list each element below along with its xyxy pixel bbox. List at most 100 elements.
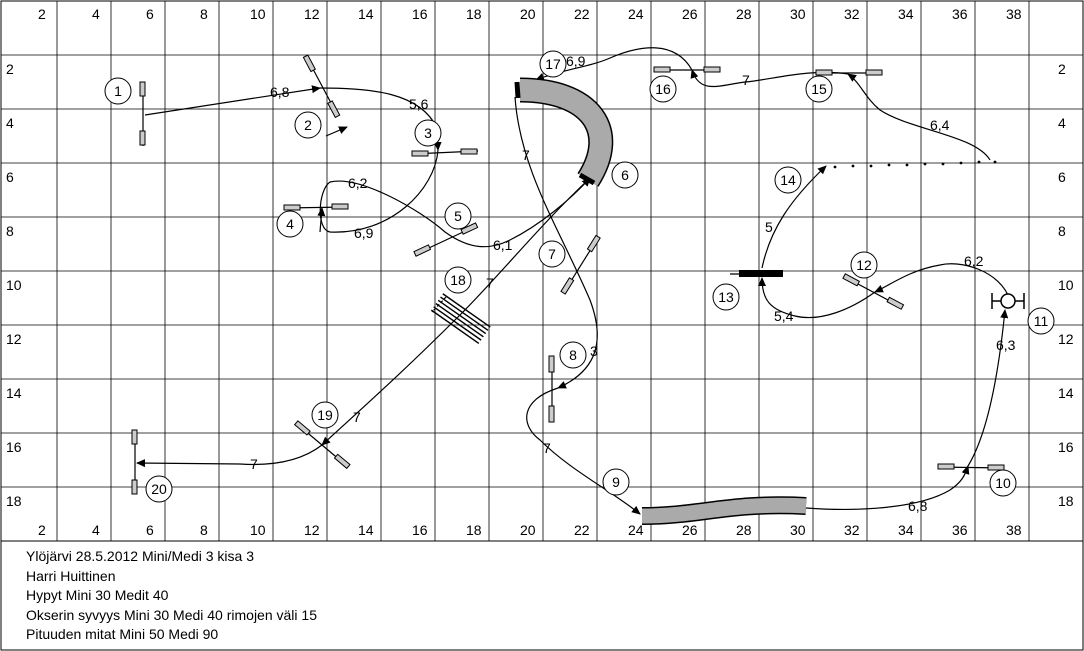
tick-label: 12 [6,331,22,347]
tick-label: 4 [92,522,100,538]
tick-label: 6 [146,6,154,22]
jump-16 [653,66,721,73]
tick-label: 32 [844,6,860,22]
tick-label: 36 [952,6,968,22]
jump-wing [987,464,1005,471]
number-text: 11 [1034,313,1049,329]
tick-label: 28 [736,522,752,538]
obstacle-number-14: 14 [774,166,802,194]
jump-wing [560,277,575,295]
jump-wing [548,405,555,423]
dot [923,162,927,166]
obstacle-numbers: 1 2 3 4 5 6 7 8 9 10 11 12 13 14 15 16 1… [104,50,1055,503]
jump-12 [842,273,905,310]
tick-label: 18 [1058,493,1074,509]
number-text: 12 [856,257,872,273]
number-circle [1027,307,1055,335]
right-axis: 2 4 6 8 10 12 14 16 18 [1058,61,1074,509]
path-segment [967,309,1009,467]
tick-label: 8 [200,6,208,22]
path-segment [805,465,970,511]
number-text: 5 [454,208,462,224]
tick-label: 14 [358,6,374,22]
jump-20 [131,429,138,495]
tick-label: 8 [6,223,14,239]
jump-wing [842,273,861,287]
number-text: 20 [151,481,167,497]
tick-label: 36 [952,522,968,538]
tick-label: 34 [898,6,914,22]
obstacle-number-4: 4 [276,210,304,238]
path-segment [847,73,991,161]
jump-5 [413,222,479,257]
obstacle-number-19: 19 [311,401,339,429]
obstacle-number-12: 12 [850,251,878,279]
path-segment [317,207,326,233]
number-circle [539,50,567,78]
obstacle-number-3: 3 [414,119,442,147]
tunnel-6-end [578,172,596,186]
tick-label: 18 [6,493,22,509]
jump-wing [703,66,721,73]
jump-wing [586,234,601,253]
tick-label: 2 [6,61,14,77]
number-text: 13 [718,289,734,305]
tick-label: 18 [466,6,482,22]
number-circle [559,341,587,369]
note-line-judge: Harri Huittinen [26,567,116,584]
long-jump-dots [833,160,997,169]
tunnel-6-fill [519,79,612,186]
oxer-bar [433,306,482,341]
tick-label: 26 [682,6,698,22]
tick-label: 16 [412,6,428,22]
tick-label: 16 [6,439,22,455]
distance-label: 6,3 [996,337,1016,353]
number-text: 7 [548,246,556,262]
note-line-event: Ylöjärvi 28.5.2012 Mini/Medi 3 kisa 3 [26,548,255,564]
tick-label: 12 [304,522,320,538]
jump-8 [548,355,555,423]
tire-11 [991,293,1025,309]
oxer-bar [435,303,484,338]
jump-1 [139,81,146,146]
number-text: 16 [655,81,671,97]
number-circle [649,75,677,103]
number-circle [538,240,566,268]
jump-2 [302,54,341,119]
path-segment [136,444,323,468]
jump-wing [131,479,138,495]
distance-label: 6,2 [348,175,368,191]
tick-label: 12 [304,6,320,22]
number-text: 2 [304,117,312,133]
tick-label: 20 [520,6,536,22]
distance-label: 6,9 [354,225,374,241]
path-segment [325,126,348,137]
jump-wing [131,429,138,445]
dot [905,163,909,167]
tick-label: 38 [1006,6,1022,22]
dot [993,160,997,164]
tick-label: 4 [1058,115,1066,131]
number-circle [989,469,1017,497]
tick-label: 32 [844,522,860,538]
jump-wing [653,66,671,73]
tick-label: 6 [146,522,154,538]
jump-wing [411,150,429,157]
tick-label: 16 [412,522,428,538]
tick-label: 16 [1058,439,1074,455]
obstacle-number-1: 1 [104,77,132,105]
number-text: 4 [286,216,294,232]
number-circle [602,468,630,496]
obstacle-number-18: 18 [444,266,472,294]
tick-label: 24 [628,6,644,22]
number-text: 17 [545,56,561,72]
tick-label: 14 [6,385,22,401]
jump-wing [413,244,432,257]
obstacle-number-10: 10 [989,469,1017,497]
oxer-approach-arrow [431,296,447,313]
number-text: 1 [114,83,122,99]
jump-wing [293,420,311,436]
number-circle [276,210,304,238]
note-line-long-jump: Pituuden mitat Mini 50 Medi 90 [26,626,219,642]
tick-label: 14 [358,522,374,538]
